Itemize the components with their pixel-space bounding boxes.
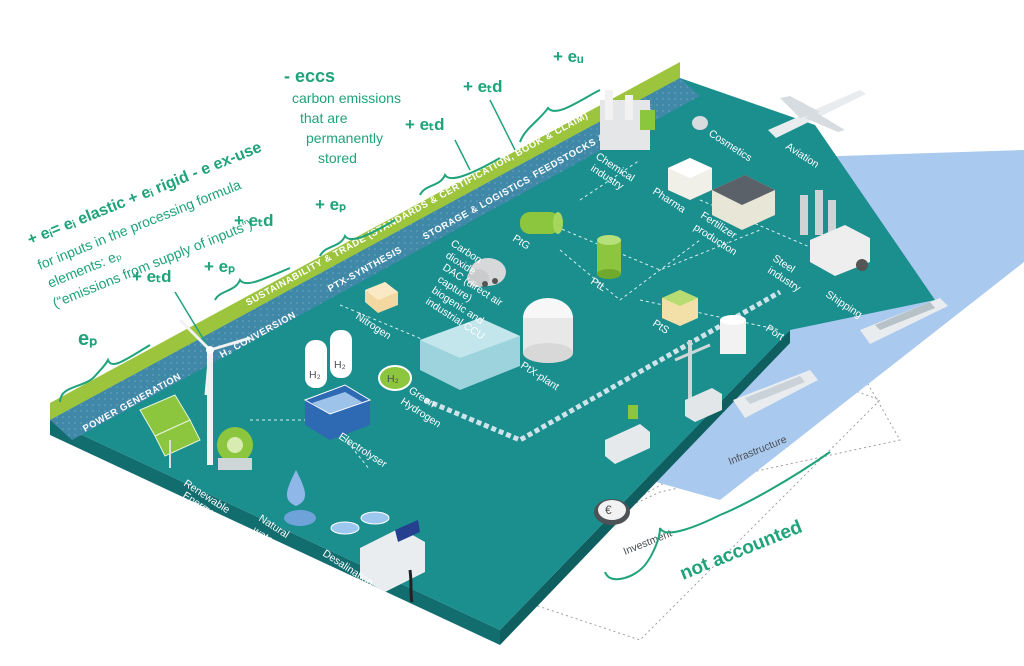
chemical-industry-icon xyxy=(600,90,655,150)
solar-panel-icon xyxy=(139,394,201,468)
hydrogen-tanks-icon: H₂ H₂ xyxy=(305,330,352,388)
pharma-building-icon xyxy=(668,158,712,200)
port-crane-icon xyxy=(674,340,711,400)
truck-icon xyxy=(685,388,722,422)
desalination-icon xyxy=(330,511,425,603)
formula-eccs-line4: stored xyxy=(318,150,357,166)
airplane-icon xyxy=(768,90,866,138)
label-not-accounted: not accounted xyxy=(677,517,805,585)
pts-pallets-icon xyxy=(662,290,698,326)
not-accounted-outline xyxy=(398,319,881,641)
water-drop-icon xyxy=(284,470,316,526)
formula-eccs: - eccs xyxy=(284,66,335,86)
formula-eccs-line2: that are xyxy=(300,110,348,126)
pointer-line-etd xyxy=(174,291,211,351)
formula-ep-left: eₚ xyxy=(78,328,98,350)
band-wall xyxy=(50,62,680,420)
port-tanker-ship-icon xyxy=(733,370,818,418)
formula-ep-2: + eₚ xyxy=(204,257,235,276)
pointer-line-etd-4 xyxy=(489,99,516,151)
h2-tank-label-2: H₂ xyxy=(334,359,346,371)
brace-ptx xyxy=(319,219,396,257)
wind-turbine-icon xyxy=(178,318,251,465)
brace-h2 xyxy=(214,267,291,301)
formula-eccs-line1: carbon emissions xyxy=(292,90,401,106)
euro-coin-icon: € xyxy=(594,499,630,525)
electrolyser-icon xyxy=(303,384,372,440)
euro-symbol: € xyxy=(605,503,612,517)
ptl-barrel-icon xyxy=(597,235,621,279)
formula-etd-3: + eₜd xyxy=(405,115,445,134)
fertilizer-production-icon xyxy=(712,175,775,230)
formula-ep-3: + eₚ xyxy=(315,195,346,214)
tanker-truck-icon xyxy=(605,405,650,464)
port-silo-icon xyxy=(720,315,746,354)
not-accounted-brace xyxy=(604,451,831,581)
formula-etd-4: + eₜd xyxy=(463,77,503,96)
steel-industry-icon xyxy=(800,190,870,276)
ptx-plant-icon xyxy=(420,298,573,390)
brace-power xyxy=(59,344,151,403)
infrastructure-outline xyxy=(599,369,901,521)
formula-eccs-line3: permanently xyxy=(306,130,383,146)
water-wheel-icon xyxy=(217,427,253,470)
pipeline xyxy=(424,289,782,443)
formula-eu: + eᵤ xyxy=(553,47,583,66)
cargo-ship-icon xyxy=(860,298,948,344)
carbon-dioxide-cloud-icon xyxy=(467,258,506,287)
green-hydrogen-icon: H₂ xyxy=(378,365,412,391)
nitrogen-icon xyxy=(365,282,398,313)
brace-storage xyxy=(419,157,501,196)
ptg-tank-icon xyxy=(520,212,563,234)
green-h2-symbol: H₂ xyxy=(387,373,399,385)
cosmetics-icon xyxy=(692,116,708,130)
brace-feed xyxy=(519,89,601,143)
formula-etd-2: + eₜd xyxy=(234,211,274,230)
pointer-line-etd-3 xyxy=(454,139,471,171)
h2-tank-label-1: H₂ xyxy=(309,369,321,381)
formula-etd-1: + eₜd xyxy=(132,267,172,286)
